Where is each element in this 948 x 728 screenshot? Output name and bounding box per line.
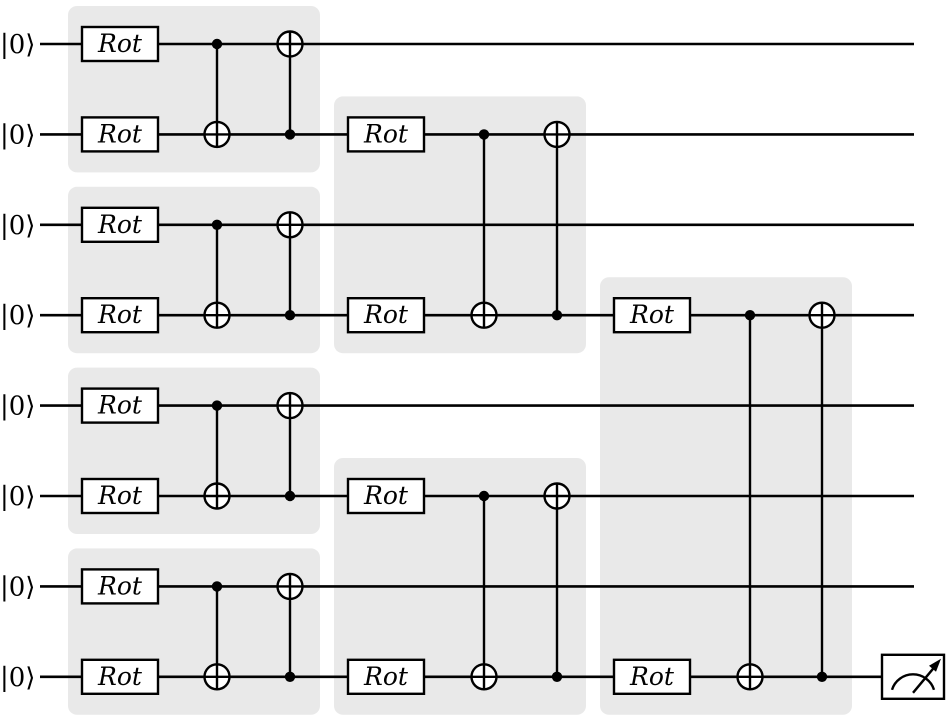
meter-arc	[890, 673, 936, 691]
control-dot	[478, 129, 490, 140]
control-dot	[744, 310, 756, 321]
rot-gate	[346, 658, 426, 695]
rot-gate	[346, 116, 426, 153]
rot-gate	[80, 297, 160, 334]
rot-gate-label: Rot	[97, 481, 143, 510]
rot-gate-label: Rot	[363, 662, 409, 691]
qubit-wires	[40, 42, 914, 679]
rot-gate	[80, 568, 160, 605]
initial-state-label: |0⟩	[0, 482, 35, 512]
control-dot	[284, 129, 296, 140]
rot-gate-label: Rot	[97, 300, 143, 329]
control-dot	[211, 38, 223, 50]
initial-state-label: |0⟩	[0, 392, 35, 422]
rot-gate	[612, 658, 692, 695]
rot-gate-label: Rot	[97, 662, 143, 691]
rot-gate	[80, 25, 160, 63]
rot-gate	[80, 116, 160, 153]
control-dot	[551, 671, 563, 682]
rot-gate-label: Rot	[629, 300, 675, 329]
meter-needle-head	[929, 658, 941, 672]
control-dot	[284, 490, 296, 502]
initial-state-label: |0⟩	[0, 663, 35, 693]
control-dot	[816, 671, 828, 682]
rot-gate	[80, 477, 160, 515]
meter-icon	[880, 653, 946, 700]
rot-gate	[346, 477, 426, 515]
rot-gate	[612, 297, 692, 334]
control-dot	[478, 490, 490, 502]
rot-gate	[80, 658, 160, 695]
rot-gate-label: Rot	[363, 481, 409, 510]
block-backgrounds	[68, 6, 852, 715]
rot-gate-label: Rot	[97, 391, 143, 420]
initial-state-labels: |0⟩ |0⟩ |0⟩ |0⟩ |0⟩ |0⟩ |0⟩ |0⟩	[0, 30, 35, 693]
rot-gate-label: Rot	[363, 300, 409, 329]
control-dot	[211, 400, 223, 411]
rot-gate	[80, 387, 160, 424]
gates: RotRotRotRotRotRotRotRotRotRotRotRotRotR…	[80, 25, 946, 700]
control-dot	[211, 219, 223, 230]
rot-gate-label: Rot	[97, 29, 143, 58]
initial-state-label: |0⟩	[0, 572, 35, 602]
control-dot	[551, 310, 563, 321]
rot-gate-label: Rot	[97, 119, 143, 148]
rot-gate	[346, 297, 426, 334]
control-dot	[284, 671, 296, 682]
initial-state-label: |0⟩	[0, 211, 35, 241]
control-dot	[284, 310, 296, 321]
rot-gate	[80, 206, 160, 244]
initial-state-label: |0⟩	[0, 301, 35, 331]
rot-gate-label: Rot	[629, 662, 675, 691]
rot-gate-label: Rot	[97, 571, 143, 600]
rot-gate-label: Rot	[363, 119, 409, 148]
control-dot	[211, 581, 223, 592]
initial-state-label: |0⟩	[0, 120, 35, 150]
initial-state-label: |0⟩	[0, 30, 35, 60]
rot-gate-label: Rot	[97, 210, 143, 239]
